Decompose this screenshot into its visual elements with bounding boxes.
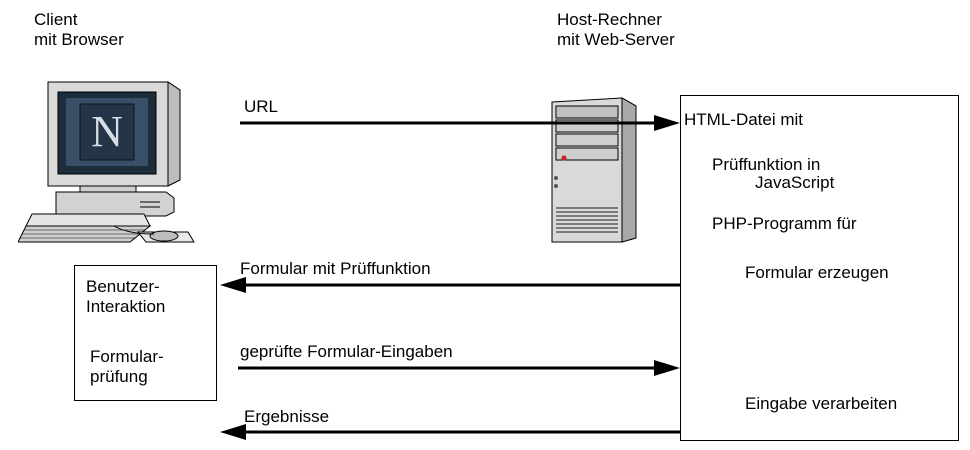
netscape-n-logo: N (79, 103, 135, 161)
host-label-line2: mit Web-Server (557, 30, 675, 49)
url-arrow (240, 115, 680, 131)
url-arrow-label: URL (244, 97, 279, 116)
server-tower-icon (551, 97, 637, 243)
host-label-line1: Host-Rechner (557, 10, 662, 29)
client-label-line2: mit Browser (34, 30, 124, 49)
check-function-label-line1: Prüffunktion in (712, 155, 821, 174)
checked-inputs-arrow-label: geprüfte Formular-Eingaben (240, 342, 453, 361)
form-check-label-line2: prüfung (90, 367, 148, 386)
server-box (680, 95, 959, 441)
form-with-check-arrow-label: Formular mit Prüffunktion (240, 259, 431, 278)
php-program-label: PHP-Programm für (712, 214, 857, 233)
checked-inputs-arrow (238, 360, 680, 376)
form-check-label-line1: Formular- (90, 347, 164, 366)
client-process-box (74, 265, 217, 401)
svg-text:N: N (91, 107, 123, 156)
interaction-label-line2: Interaktion (86, 297, 166, 316)
results-arrow-label: Ergebnisse (244, 407, 330, 426)
input-process-label: Eingabe verarbeiten (745, 394, 898, 413)
html-file-label: HTML-Datei mit (684, 110, 804, 129)
results-arrow (220, 424, 680, 440)
interaction-label-line1: Benutzer- (86, 277, 160, 296)
client-label-line1: Client (34, 10, 78, 29)
form-create-label: Formular erzeugen (745, 263, 889, 282)
form-with-check-arrow (220, 277, 680, 293)
check-function-label-line2: JavaScript (755, 173, 835, 192)
computer-icon: N (18, 81, 195, 243)
